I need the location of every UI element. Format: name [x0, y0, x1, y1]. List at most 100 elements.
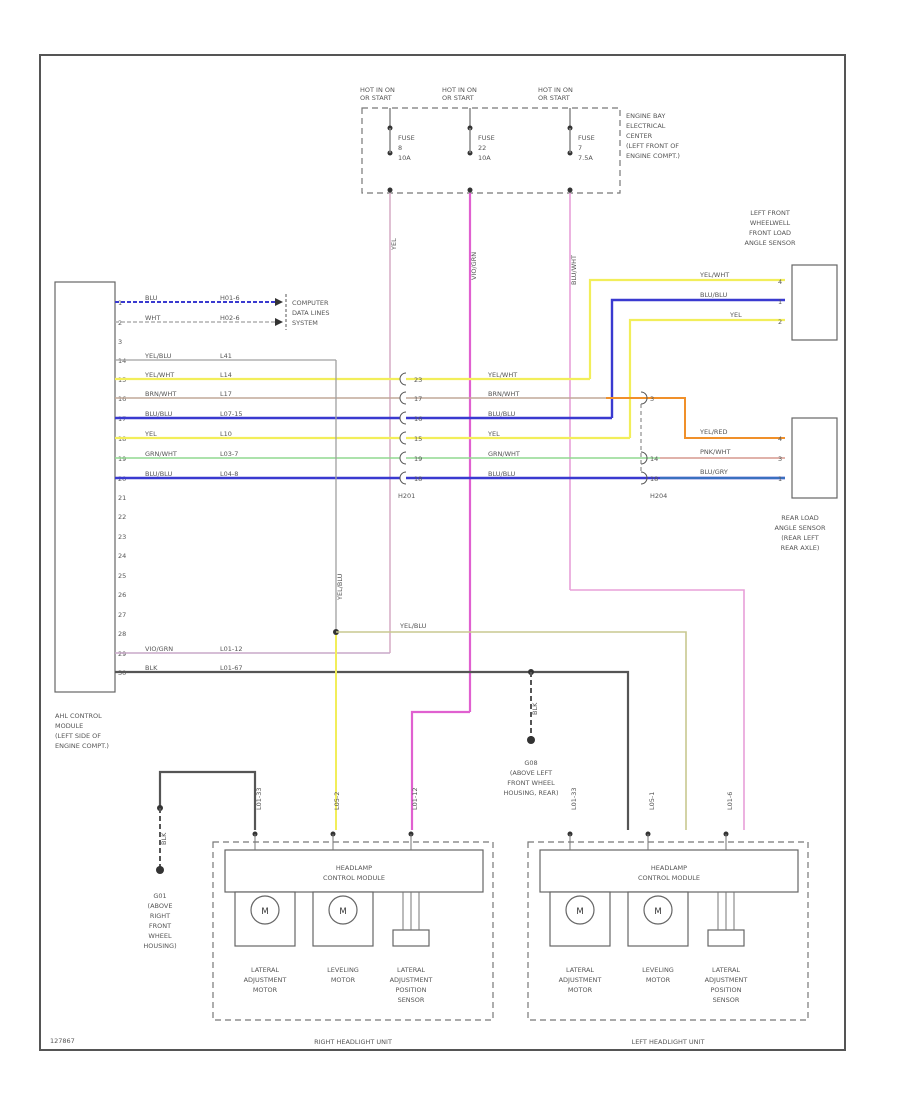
module-pin-row: 24 [118, 552, 126, 560]
connector-h201-name: H201 [398, 492, 415, 500]
front-sensor-label-line1: LEFT FRONT [750, 209, 790, 217]
fuse-2-hot-line2: OR START [442, 94, 474, 102]
module-pin-number: 27 [118, 611, 126, 619]
ground-g08-label-line4: HOUSING, REAR) [504, 789, 559, 797]
module-pin-color: WHT [145, 314, 160, 322]
front-sensor-label-line2: WHEELWELL [750, 219, 791, 227]
position-sensor-label-line: LATERAL [397, 966, 425, 974]
module-pin-color: BLU/BLU [145, 410, 172, 418]
module-pin-number: 22 [118, 513, 126, 521]
fuse-1-amps: 10A [398, 154, 411, 162]
rear-sensor-pin-3: 1 [778, 475, 782, 483]
computer-data-arrow-2 [275, 318, 283, 326]
h201-pin-number: 23 [414, 376, 422, 384]
ground-g08-wire-label: BLK [531, 702, 539, 715]
module-pin-number: 1 [118, 299, 122, 307]
motor-m-mark: M [654, 907, 661, 917]
motor-label-line: LEVELING [327, 966, 359, 974]
module-pin-row: 25 [118, 572, 126, 580]
headlamp-wire-label: L01-33 [570, 787, 578, 810]
fuse-3: HOT IN ON OR START FUSE 7 7.5A [538, 86, 595, 193]
computer-data-line1: COMPUTER [292, 299, 329, 307]
h204-pin-1: 3 [650, 395, 654, 403]
front-sensor-label-line4: ANGLE SENSOR [745, 239, 796, 247]
wire-pin30-blk [115, 670, 630, 830]
module-pin-number: 23 [118, 533, 126, 541]
motor-symbol [250, 895, 280, 925]
headlamp-control-module [224, 849, 484, 893]
headlamp-control-module [539, 849, 799, 893]
headlamp-wire-label: L01-12 [411, 787, 419, 810]
motor-label-line: MOTOR [646, 976, 671, 984]
front-sensor-wire-3-label: YEL [729, 311, 742, 319]
rear-sensor-label-line3: (REAR LEFT [781, 534, 819, 542]
ground-g01-label-line1: G01 [153, 892, 166, 900]
front-sensor-label-line3: FRONT LOAD [749, 229, 791, 237]
position-sensor-label-line: SENSOR [398, 996, 425, 1004]
fuse-1: HOT IN ON OR START FUSE 8 10A [360, 86, 415, 193]
fuse-3-label: FUSE [578, 134, 595, 142]
headlamp-wire-label: L01-6 [726, 792, 734, 810]
ahl-control-module-box [54, 281, 116, 693]
h201-wire-label: BLU/BLU [488, 470, 515, 478]
h201-pin-symbol [399, 372, 407, 386]
position-sensor-body [392, 929, 430, 947]
module-pin-row: 26 [118, 591, 126, 599]
h201-wire-label: BLU/BLU [488, 410, 515, 418]
position-sensor-label-line: ADJUSTMENT [705, 976, 748, 984]
headlight-unit-name: RIGHT HEADLIGHT UNIT [314, 1038, 392, 1046]
wire-front-sensor-yelwht [588, 278, 785, 379]
connector-h204-name: H204 [650, 492, 667, 500]
front-load-angle-sensor: LEFT FRONT WHEELWELL FRONT LOAD ANGLE SE… [699, 209, 838, 341]
headlight-unit-outline [212, 841, 494, 1021]
headlamp-wire-label: L05-2 [333, 792, 341, 810]
connector-h204: 3 14 18 H204 [640, 391, 667, 500]
fuse-2-amps: 10A [478, 154, 491, 162]
ground-g01-wire-label: BLK [160, 832, 168, 845]
h204-pin-2: 14 [650, 455, 658, 463]
rear-load-angle-sensor: YEL/RED 4 PNK/WHT 3 BLU/GRY 1 REAR LOAD … [660, 417, 838, 552]
engine-bay-electrical-center: HOT IN ON OR START FUSE 8 10A HOT IN ON … [360, 86, 680, 194]
ground-g08-label-line3: FRONT WHEEL [507, 779, 555, 787]
motor-m-mark: M [576, 907, 583, 917]
ground-g01-label-line3: RIGHT [150, 912, 170, 920]
module-pin-circuit: L41 [220, 352, 232, 360]
module-label-line3: (LEFT SIDE OF [55, 732, 101, 740]
module-pin-number: 14 [118, 357, 126, 365]
module-pin-color: BLU [145, 294, 158, 302]
h201-pin-number: 16 [414, 415, 422, 423]
wire-fuse3-to-left-unit [570, 589, 745, 830]
motor-m-mark: M [261, 907, 268, 917]
h201-pin-number: 18 [414, 475, 422, 483]
front-sensor-wire-2-label: BLU/BLU [700, 291, 727, 299]
h201-pin-symbol [399, 411, 407, 425]
module-pin-color: YEL/WHT [144, 371, 174, 379]
headlight-unit-name: LEFT HEADLIGHT UNIT [632, 1038, 705, 1046]
fuse3-wire-label: BLU/WHT [570, 255, 578, 285]
module-pin-circuit: L14 [220, 371, 232, 379]
module-label-line1: AHL CONTROL [55, 712, 102, 720]
fuse-1-label: FUSE [398, 134, 415, 142]
module-pin-color: VIO/GRN [145, 645, 173, 653]
diagram-frame [39, 54, 846, 1051]
ground-g01-label-line5: WHEEL [148, 932, 172, 940]
headlight-unit-outline [527, 841, 809, 1021]
h201-wire-label: YEL [487, 430, 500, 438]
motor-symbol [565, 895, 595, 925]
ground-g01-label-line2: (ABOVE [148, 902, 173, 910]
motor-label-line: LATERAL [566, 966, 594, 974]
rear-sensor-pin-1: 4 [778, 435, 782, 443]
front-sensor-pin-2: 1 [778, 298, 782, 306]
module-pin-number: 19 [118, 455, 126, 463]
module-pin-number: 29 [118, 650, 126, 658]
h201-pin-symbol [399, 471, 407, 485]
rear-sensor-wire-2-label: PNK/WHT [700, 448, 731, 456]
module-label-line4: ENGINE COMPT.) [55, 742, 109, 750]
module-pin-circuit: L17 [220, 390, 232, 398]
headlamp-wire-label: L05-1 [648, 792, 656, 810]
ground-g08-label-line1: G08 [524, 759, 537, 767]
rear-sensor-label-line1: REAR LOAD [781, 514, 819, 522]
rear-sensor-label-line2: ANGLE SENSOR [775, 524, 826, 532]
